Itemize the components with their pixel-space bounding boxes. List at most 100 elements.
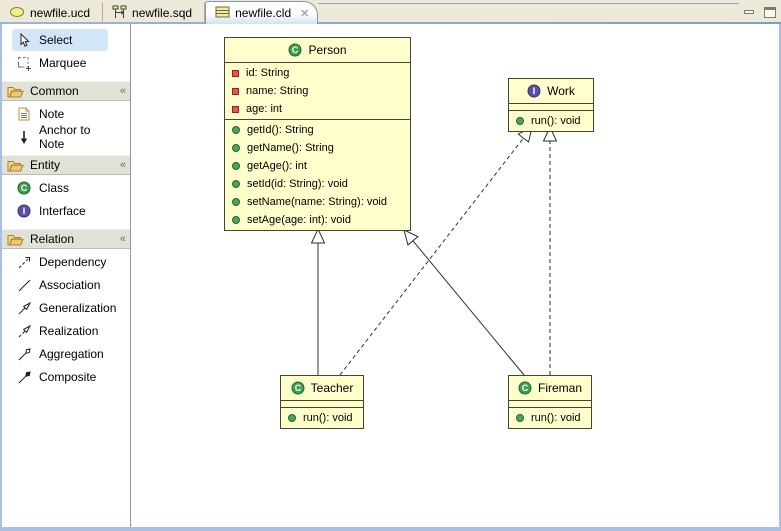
- tab-newfile-sqd[interactable]: newfile.sqd: [103, 2, 205, 24]
- svg-text:C: C: [292, 45, 299, 55]
- uml-class-person[interactable]: C Person id: String name: String age: int get…: [224, 37, 411, 231]
- palette-item-association[interactable]: Association: [12, 274, 108, 296]
- palette-label: Select: [39, 33, 72, 47]
- uml-class-header: CTeacher: [281, 376, 363, 400]
- uml-member-text: getId(): String: [247, 124, 314, 136]
- palette-label: Generalization: [39, 301, 116, 315]
- maximize-icon: [764, 7, 776, 18]
- uml-class-header: C Fireman: [509, 376, 591, 400]
- uml-member-text: id: String: [246, 67, 289, 79]
- association-icon: [16, 277, 32, 293]
- folder-icon: [7, 232, 24, 246]
- uml-methods: run(): void: [509, 407, 591, 428]
- public-visibility-icon: [232, 126, 240, 134]
- uml-member-text: run(): void: [531, 412, 581, 424]
- uml-class-name: Fireman: [538, 381, 582, 395]
- public-visibility-icon: [232, 198, 240, 206]
- private-visibility-icon: [232, 88, 239, 95]
- tabbar-spacer: [318, 0, 739, 24]
- collapse-section-icon[interactable]: «: [120, 85, 125, 97]
- palette-item-select[interactable]: Select: [12, 29, 108, 51]
- uml-member-row[interactable]: setAge(age: int): void: [225, 211, 410, 229]
- public-visibility-icon: [288, 414, 296, 422]
- uml-member-row[interactable]: setName(name: String): void: [225, 193, 410, 211]
- uml-member-row[interactable]: getAge(): int: [225, 157, 410, 175]
- palette-item-realization[interactable]: Realization: [12, 320, 108, 342]
- uml-member-row[interactable]: age: int: [225, 100, 410, 118]
- tab-newfile-ucd[interactable]: newfile.ucd: [0, 2, 103, 24]
- palette-item-dependency[interactable]: Dependency: [12, 251, 108, 273]
- composite-icon: [16, 369, 32, 385]
- private-visibility-icon: [232, 106, 239, 113]
- palette-item-anchor-to-note[interactable]: Anchor to Note: [12, 126, 108, 148]
- collapse-section-icon[interactable]: «: [120, 159, 125, 171]
- maximize-view-button[interactable]: [760, 4, 780, 20]
- public-visibility-icon: [232, 144, 240, 152]
- uml-member-row[interactable]: getId(): String: [225, 121, 410, 139]
- dependency-icon: [16, 254, 32, 270]
- palette-item-generalization[interactable]: Generalization: [12, 297, 108, 319]
- palette-item-composite[interactable]: Composite: [12, 366, 108, 388]
- uml-methods: getId(): String getName(): String getAge()…: [225, 119, 410, 230]
- uml-member-row[interactable]: run(): void: [509, 409, 591, 427]
- collapse-section-icon[interactable]: «: [120, 233, 125, 245]
- svg-text:C: C: [21, 183, 28, 193]
- tab-label: newfile.cld: [235, 6, 291, 20]
- palette-label: Relation: [30, 232, 74, 246]
- minimize-view-button[interactable]: [739, 4, 759, 20]
- palette-label: Class: [39, 181, 69, 195]
- uml-member-row[interactable]: run(): void: [509, 112, 593, 130]
- palette-label: Association: [39, 278, 100, 292]
- uml-member-row[interactable]: setId(id: String): void: [225, 175, 410, 193]
- uml-member-text: getAge(): int: [247, 160, 307, 172]
- palette-section-entity[interactable]: Entity«: [2, 155, 130, 175]
- minimize-icon: [744, 10, 754, 14]
- uml-member-row[interactable]: getName(): String: [225, 139, 410, 157]
- tab-label: newfile.sqd: [132, 6, 192, 20]
- svg-text:I: I: [533, 86, 536, 96]
- public-visibility-icon: [232, 216, 240, 224]
- private-visibility-icon: [232, 70, 239, 77]
- class-icon: C: [291, 381, 305, 395]
- uml-member-row[interactable]: run(): void: [281, 409, 363, 427]
- palette-section-common[interactable]: Common«: [2, 81, 130, 101]
- palette-section-relation[interactable]: Relation «: [2, 229, 130, 249]
- uml-class-name: Person: [308, 43, 346, 57]
- aggregation-icon: [16, 346, 32, 362]
- anchor-arrow-icon: [16, 129, 32, 145]
- editor-tabbar: newfile.ucd newfile.sqd: [0, 0, 781, 24]
- palette-item-note[interactable]: Note: [12, 103, 108, 125]
- class-icon: C: [518, 381, 532, 395]
- uml-member-text: age: int: [246, 103, 282, 115]
- svg-text:C: C: [522, 383, 529, 393]
- uml-member-row[interactable]: id: String: [225, 64, 410, 82]
- select-cursor-icon: [16, 32, 32, 48]
- folder-icon: [7, 84, 24, 98]
- palette-label: Note: [39, 107, 64, 121]
- public-visibility-icon: [516, 414, 524, 422]
- close-icon[interactable]: ✕: [300, 7, 309, 20]
- uml-class-work[interactable]: I Work run(): void: [508, 78, 594, 132]
- tab-label: newfile.ucd: [30, 6, 90, 20]
- generalization-line-fireman-to-person[interactable]: [413, 241, 524, 375]
- uml-class-teacher[interactable]: CTeacher run(): void: [280, 375, 364, 429]
- palette-label: Marquee: [39, 56, 86, 70]
- public-visibility-icon: [232, 162, 240, 170]
- uml-class-header: C Person: [225, 38, 410, 62]
- uml-member-row[interactable]: name: String: [225, 82, 410, 100]
- palette-item-aggregation[interactable]: Aggregation: [12, 343, 108, 365]
- tab-newfile-cld[interactable]: newfile.cld ✕: [205, 1, 318, 24]
- palette-item-marquee[interactable]: Marquee: [12, 52, 108, 74]
- diagram-canvas[interactable]: C Person id: String name: String age: int get…: [132, 24, 779, 527]
- uml-class-fireman[interactable]: C Fireman run(): void: [508, 375, 592, 429]
- uml-member-text: run(): void: [303, 412, 353, 424]
- uml-attributes: [509, 103, 593, 110]
- uml-class-name: Work: [547, 84, 575, 98]
- uml-member-text: setName(name: String): void: [247, 196, 387, 208]
- palette-label: Anchor to Note: [39, 123, 108, 151]
- svg-text:I: I: [23, 206, 26, 216]
- palette-item-class[interactable]: C Class: [12, 177, 108, 199]
- palette-item-interface[interactable]: IInterface: [12, 200, 108, 222]
- uml-attributes: [281, 400, 363, 407]
